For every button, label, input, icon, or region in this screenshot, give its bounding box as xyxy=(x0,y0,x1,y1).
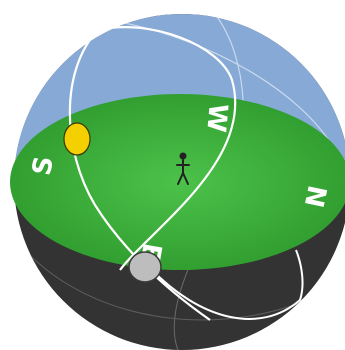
sun-icon[interactable] xyxy=(64,123,90,155)
compass-west-label: W xyxy=(200,102,232,133)
horizon-plane xyxy=(10,94,345,270)
moon-icon[interactable] xyxy=(129,252,161,282)
